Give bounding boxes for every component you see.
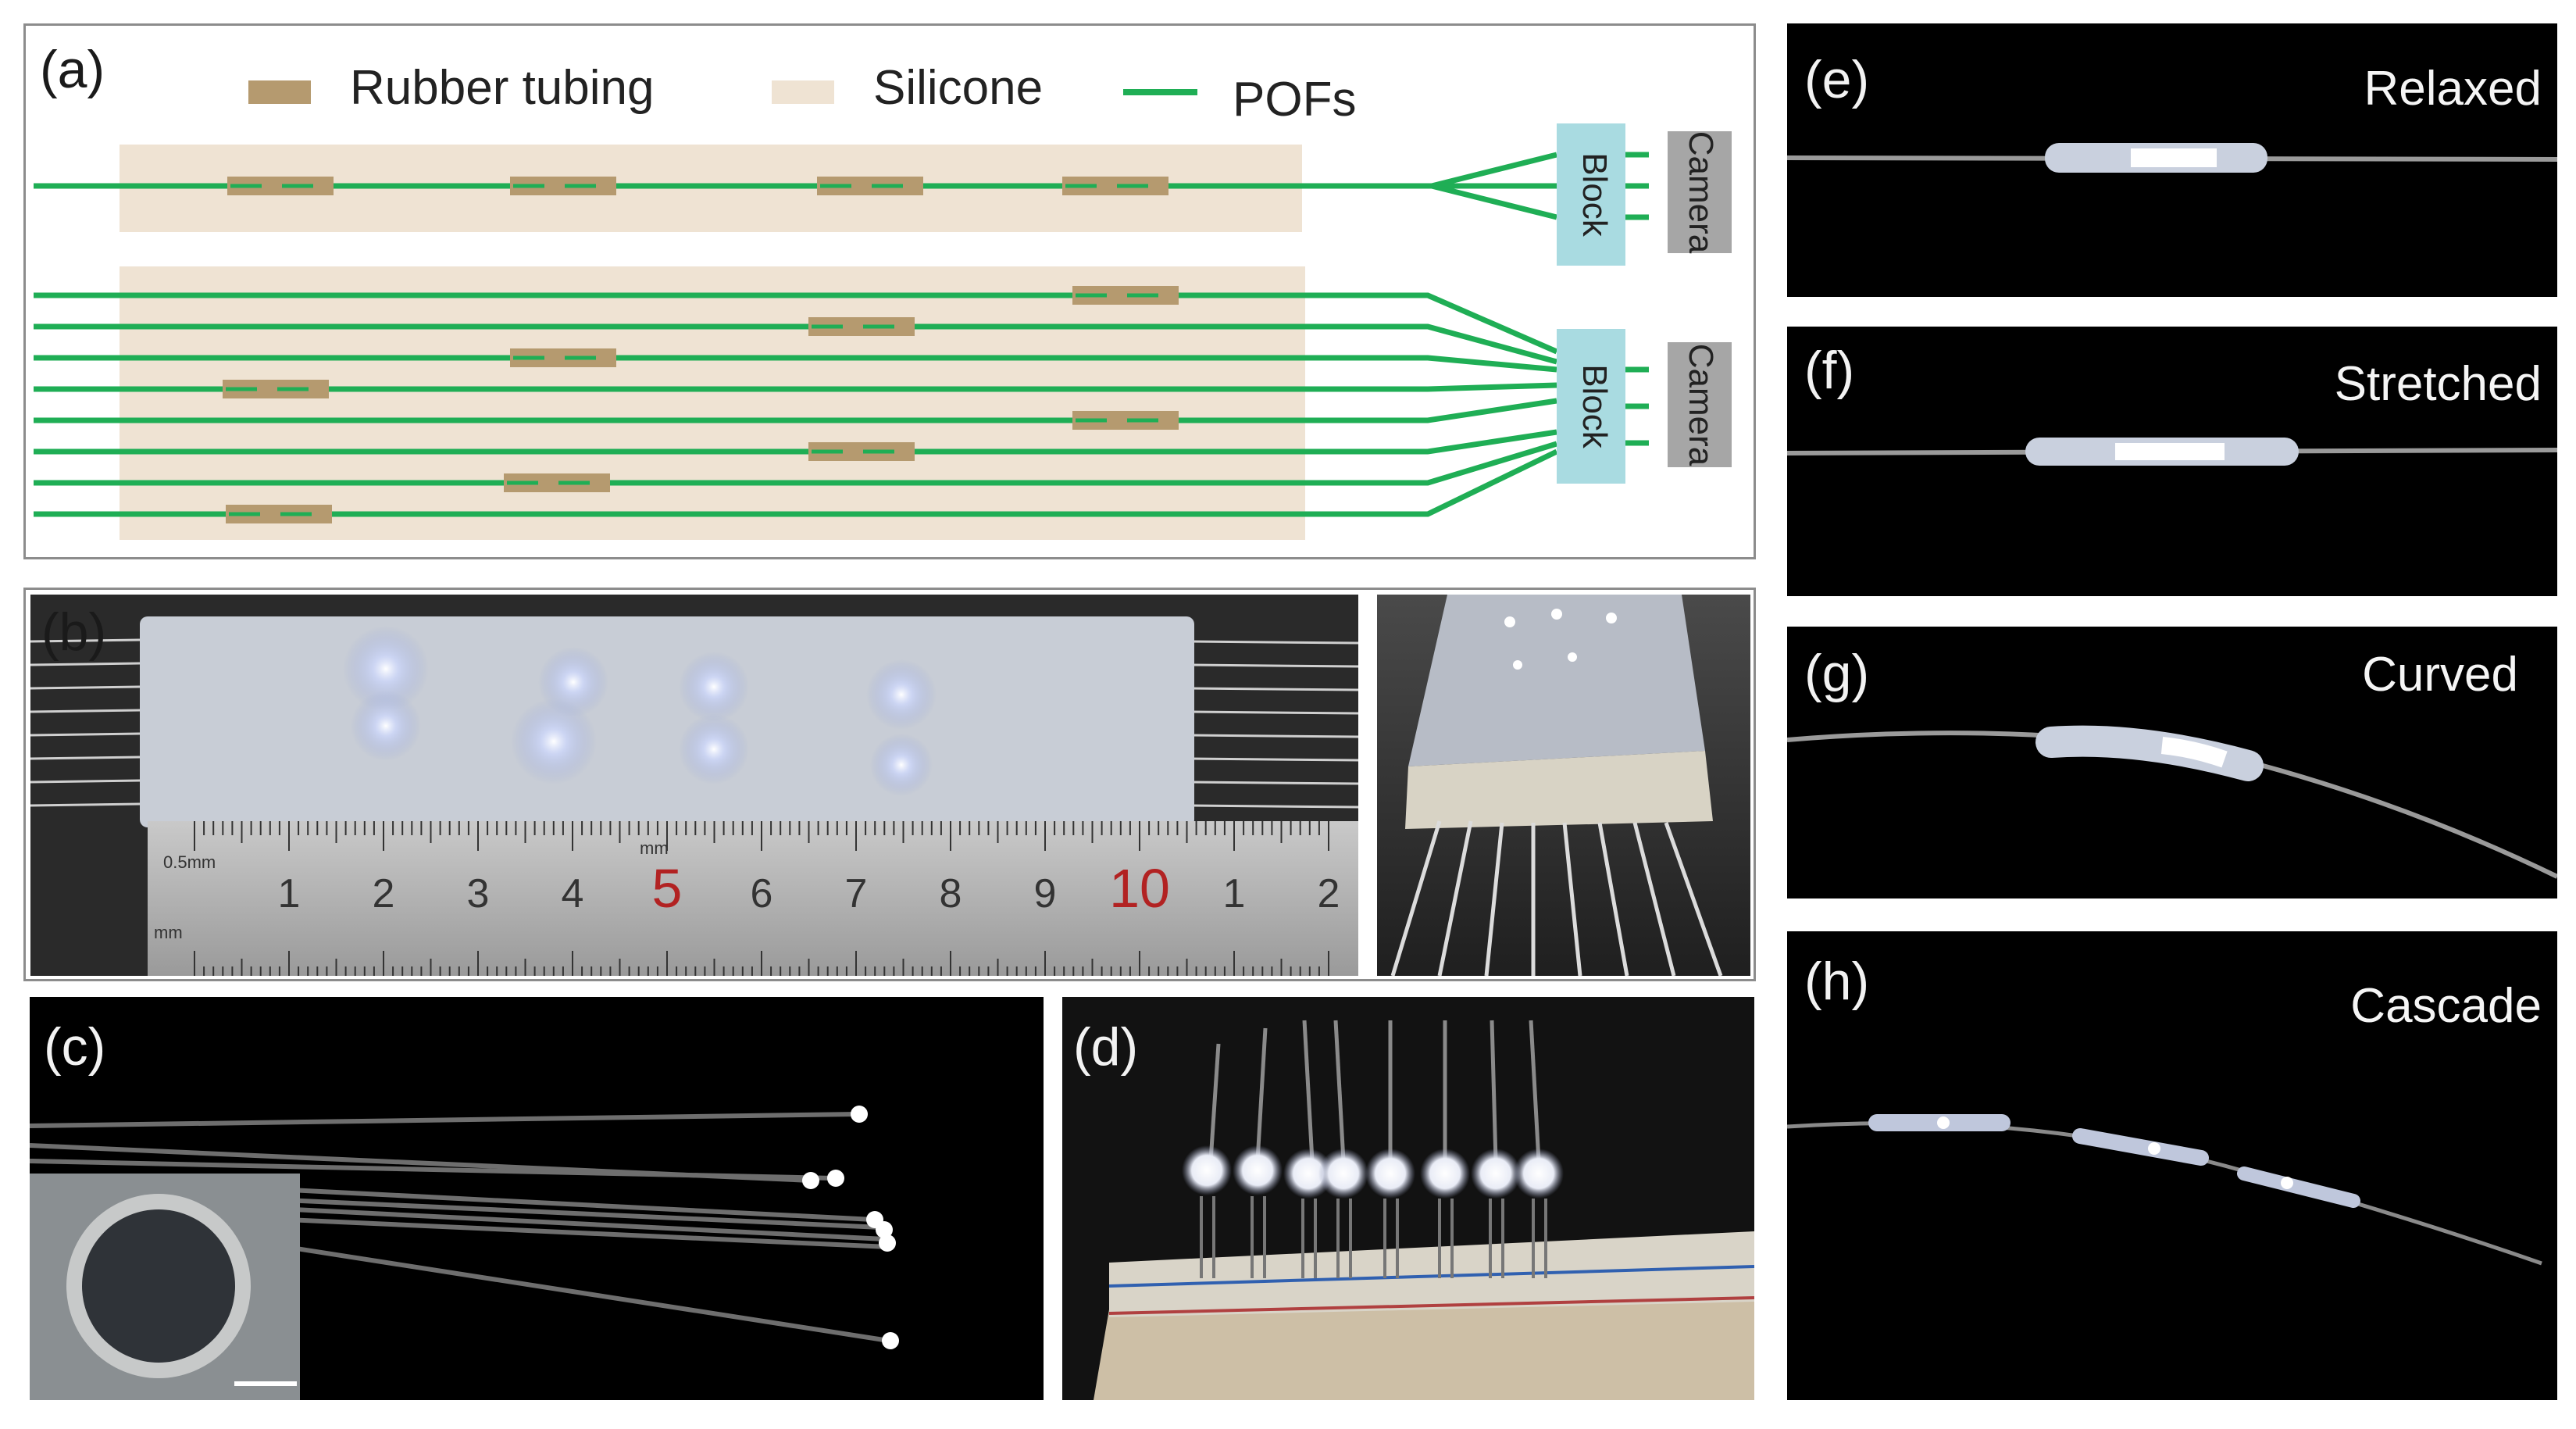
panel-b-photo-end-view bbox=[1377, 595, 1750, 976]
panel-c-photo-fibers: (c) bbox=[30, 997, 1044, 1400]
panel-b-container: 0.5mm mm mm 1 2 3 4 5 6 7 8 9 10 1 2 bbox=[23, 588, 1756, 981]
panel-e-state: Relaxed bbox=[2364, 62, 2542, 116]
legend-swatch-rubber-tubing bbox=[248, 80, 311, 104]
block-bottom bbox=[1557, 329, 1625, 484]
ruler-unit-label: 0.5mm bbox=[163, 852, 216, 872]
camera-top bbox=[1668, 131, 1732, 253]
led-array bbox=[1182, 1145, 1564, 1199]
ruler-number: 4 bbox=[562, 871, 584, 916]
ruler-mm-label-bottom: mm bbox=[154, 923, 183, 942]
led-legs bbox=[1200, 1196, 1547, 1278]
legend-label-pofs: POFs bbox=[1233, 73, 1356, 127]
camera-bottom-label: Camera bbox=[1682, 344, 1720, 466]
cascade-glow-points bbox=[1937, 1116, 2293, 1189]
panel-c-label: (c) bbox=[44, 1017, 106, 1077]
end-view-glow-points bbox=[1504, 609, 1617, 670]
panel-b-photo-sensor: 0.5mm mm mm 1 2 3 4 5 6 7 8 9 10 1 2 bbox=[30, 595, 1358, 976]
sensor-top-surface bbox=[1408, 595, 1705, 766]
ruler-number: 3 bbox=[467, 871, 490, 916]
sensor-end-face bbox=[1405, 751, 1713, 829]
panel-h-label: (h) bbox=[1804, 952, 1870, 1011]
camera-bottom bbox=[1668, 342, 1732, 467]
panel-b-label: (b) bbox=[41, 602, 107, 662]
bottom-fiber-through-tubings bbox=[226, 293, 1176, 516]
legend-label-silicone: Silicone bbox=[873, 61, 1043, 115]
ruler-numbers: 1 2 3 4 5 6 7 8 9 10 1 2 bbox=[278, 858, 1340, 919]
panel-a-schematic: Rubber tubing Silicone POFs Block bbox=[23, 23, 1756, 559]
schematic-svg: Rubber tubing Silicone POFs Block bbox=[34, 61, 1732, 540]
panel-d-photo-leds: (d) bbox=[1062, 997, 1754, 1400]
ruler-number: 1 bbox=[1223, 871, 1246, 916]
panel-e-photo-relaxed: (e) Relaxed bbox=[1787, 23, 2557, 297]
legend-label-rubber-tubing: Rubber tubing bbox=[350, 61, 655, 115]
bottom-array-fibers bbox=[34, 292, 1558, 517]
ruler-number: 1 bbox=[278, 871, 301, 916]
fiber-lit-ends bbox=[802, 1106, 899, 1349]
panel-g-label: (g) bbox=[1804, 644, 1870, 703]
legend-swatch-silicone bbox=[772, 80, 834, 104]
block-top-label: Block bbox=[1575, 152, 1614, 238]
ruler-number: 10 bbox=[1109, 858, 1170, 919]
panel-d-label: (d) bbox=[1073, 1017, 1139, 1077]
ruler-number: 5 bbox=[652, 858, 683, 919]
ruler-number: 8 bbox=[940, 871, 962, 916]
exposed-fibers-right bbox=[1186, 640, 1358, 809]
panel-g-photo-curved: (g) Curved bbox=[1787, 627, 2557, 898]
panel-f-photo-stretched: (f) Stretched bbox=[1787, 327, 2557, 596]
panel-h-state: Cascade bbox=[2350, 979, 2542, 1033]
scale-bar bbox=[234, 1381, 297, 1386]
silicone-sensor-sheet bbox=[140, 616, 1194, 827]
panel-a-label: (a) bbox=[40, 40, 105, 99]
ruler-mm-label: mm bbox=[640, 838, 669, 858]
cascade-sensor-tubes bbox=[1868, 1114, 2360, 1208]
ruler-number: 9 bbox=[1034, 871, 1057, 916]
ruler-number: 6 bbox=[751, 871, 773, 916]
panel-g-state: Curved bbox=[2362, 648, 2518, 702]
ruler bbox=[148, 821, 1358, 976]
panel-h-photo-cascade: (h) Cascade bbox=[1787, 931, 2557, 1400]
led-fibers bbox=[1208, 1020, 1541, 1162]
ruler-number: 2 bbox=[1318, 871, 1340, 916]
panel-f-state: Stretched bbox=[2334, 357, 2542, 411]
block-top bbox=[1557, 123, 1625, 266]
breadboard bbox=[1094, 1294, 1754, 1400]
camera-top-label: Camera bbox=[1682, 131, 1720, 254]
ruler-number: 7 bbox=[845, 871, 868, 916]
ruler-ticks bbox=[194, 821, 1329, 976]
end-view-fibers bbox=[1390, 820, 1723, 976]
exposed-fibers-left bbox=[30, 638, 141, 807]
silicone-pad-bottom bbox=[120, 266, 1305, 540]
block-bottom-label: Block bbox=[1575, 364, 1614, 449]
panel-f-label: (f) bbox=[1804, 341, 1855, 400]
panel-e-label: (e) bbox=[1804, 50, 1870, 109]
ruler-number: 2 bbox=[373, 871, 395, 916]
sensor-glow-points bbox=[343, 626, 937, 796]
